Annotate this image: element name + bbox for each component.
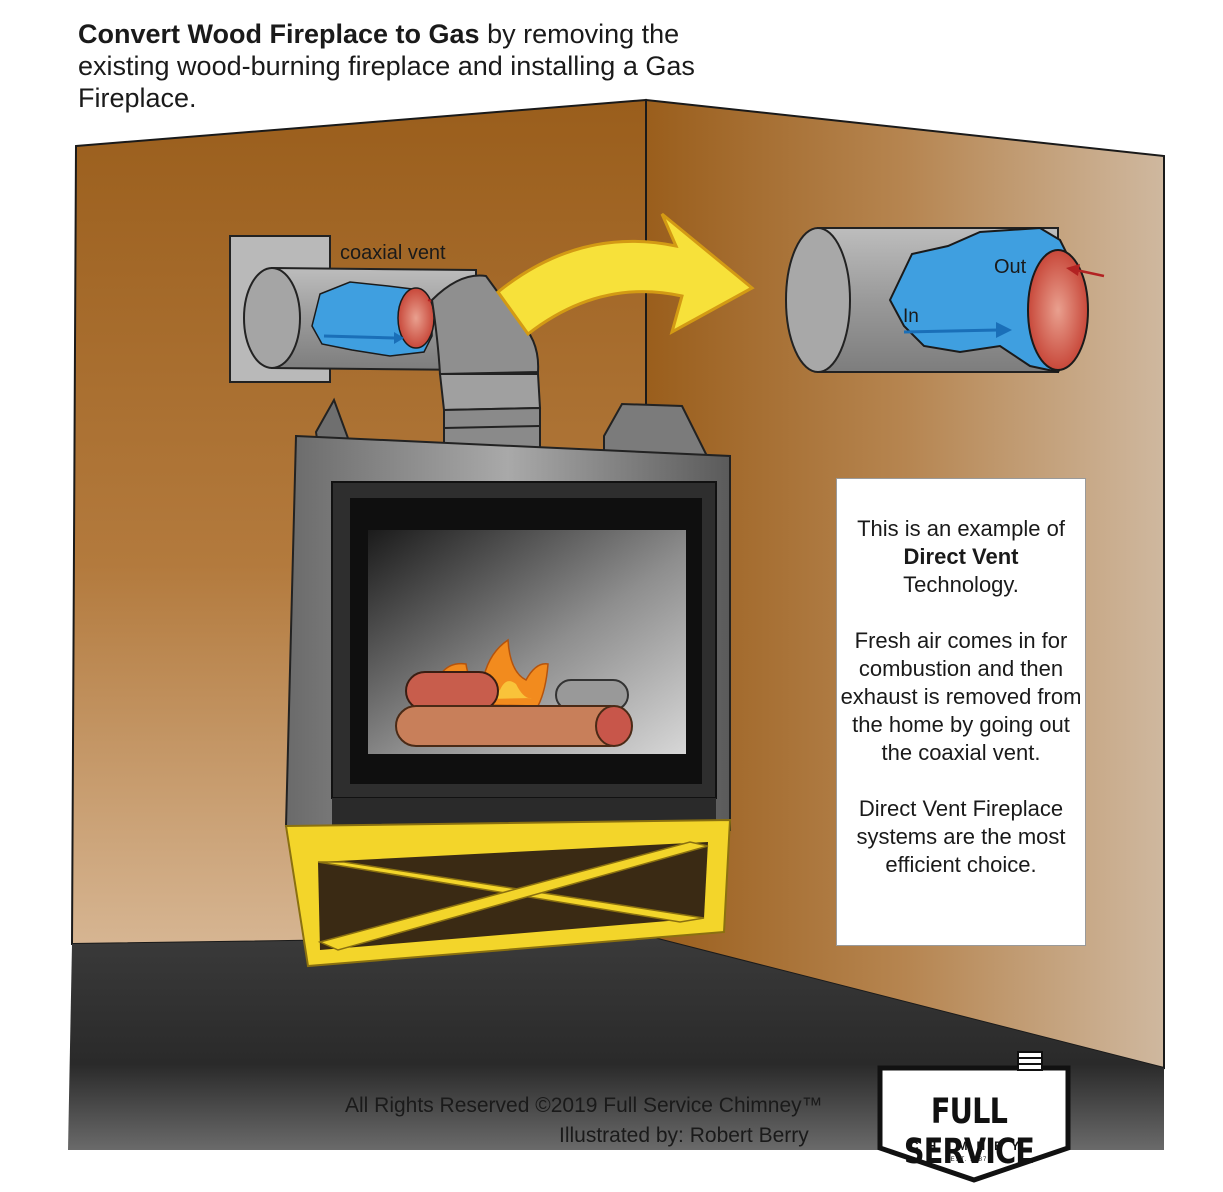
info-box: This is an example of Direct Vent Techno… xyxy=(836,478,1086,946)
info-line3: Technology. xyxy=(903,572,1019,597)
company-logo: FULL SERVICE CHIMNEY EST. 1987 xyxy=(864,1050,1074,1174)
fireplace-log xyxy=(395,705,631,747)
illustrator-text: Illustrated by: Robert Berry xyxy=(559,1124,809,1147)
in-label: In xyxy=(903,306,919,327)
coaxial-vent-label: coaxial vent xyxy=(340,242,446,264)
info-paragraph3: Direct Vent Fireplace systems are the mo… xyxy=(856,796,1066,877)
info-paragraph2: Fresh air comes in for combustion and th… xyxy=(840,628,1082,765)
title-rest: by removing the existing wood-burning fi… xyxy=(78,19,695,113)
logo-est: EST. 1987 xyxy=(950,1157,988,1163)
title-bold: Convert Wood Fireplace to Gas xyxy=(78,19,480,49)
transition-arrow xyxy=(495,212,755,337)
info-line2: Direct Vent xyxy=(903,544,1019,569)
vent-elbow xyxy=(430,274,540,376)
logo-name: FULL SERVICE xyxy=(903,1092,1035,1172)
copyright-text: All Rights Reserved ©2019 Full Service C… xyxy=(345,1094,823,1117)
logo-sub: CHIMNEY xyxy=(909,1139,1029,1153)
page-title: Convert Wood Fireplace to Gas by removin… xyxy=(78,18,698,114)
info-line1: This is an example of xyxy=(857,516,1065,541)
out-label: Out xyxy=(994,256,1027,278)
